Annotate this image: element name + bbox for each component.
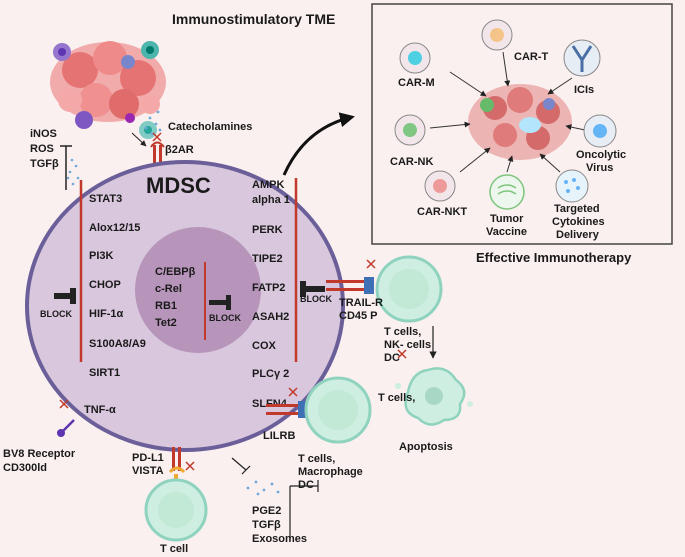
tumor-cluster-illustration xyxy=(50,41,166,139)
therapy-car-nk: CAR-NK xyxy=(390,156,433,168)
left-gene-s100: S100A8/A9 xyxy=(89,338,146,350)
right-gene-perk: PERK xyxy=(252,224,283,236)
pdl1-label: PD-L1 xyxy=(132,452,164,464)
nucleus-gene-tet2: Tet2 xyxy=(155,317,177,329)
left-factors-inhibition-line xyxy=(60,145,72,190)
bv8-receptor-line1: BV8 Receptor xyxy=(3,448,76,460)
tumor-to-mdsc-arrow xyxy=(131,132,147,147)
right-gene-fatp2: FATP2 xyxy=(252,282,285,294)
left-gene-hif: HIF-1α xyxy=(89,308,124,320)
left-block-label: BLOCK xyxy=(40,309,72,319)
therapy-cytokines-line2: Cytokines xyxy=(552,216,605,228)
therapy-oncolytic-line1: Oncolytic xyxy=(576,149,626,161)
mdsc-nucleus xyxy=(135,227,261,353)
left-gene-stat3: STAT3 xyxy=(89,193,122,205)
therapy-icis: ICIs xyxy=(574,84,594,96)
immunotherapy-title: Effective Immunotherapy xyxy=(476,250,632,265)
tumor-vaccine-icon xyxy=(489,174,525,210)
left-factor-inos: iNOS xyxy=(30,128,57,140)
t-nk-dc-nucleus xyxy=(389,269,429,309)
left-gene-chop: CHOP xyxy=(89,279,121,291)
tnf-alpha-label: TNF-α xyxy=(84,404,116,416)
therapy-vaccine-line2: Vaccine xyxy=(486,226,527,238)
nucleus-block-icon xyxy=(209,295,231,310)
mdsc-to-immunotherapy-arrow xyxy=(282,112,355,176)
left-gene-alox: Alox12/15 xyxy=(89,222,140,234)
therapy-vaccine-line1: Tumor xyxy=(490,213,524,225)
lilrb-receptor-icon xyxy=(266,387,306,418)
t-nk-dc-line2: NK- cells xyxy=(384,339,431,351)
t-mac-dc-line1: T cells, xyxy=(298,453,335,465)
t-nk-dc-line3: DC xyxy=(384,352,400,364)
t-mac-dc-line2: Macrophage xyxy=(298,466,363,478)
t-nk-dc-cross-icon xyxy=(397,349,407,359)
bottom-factor-exosomes: Exosomes xyxy=(252,533,307,545)
therapy-arrows xyxy=(429,51,586,173)
right-gene-plcg2: PLCγ 2 xyxy=(252,368,289,380)
car-t-cell-icon xyxy=(481,19,513,51)
left-gene-pi3k: PI3K xyxy=(89,250,114,262)
bottom-factors-inhibition-line xyxy=(289,480,319,540)
therapy-cytokines-line3: Delivery xyxy=(556,229,600,241)
bottom-factor-pge2: PGE2 xyxy=(252,505,281,517)
catecholamines-label: Catecholamines xyxy=(168,121,252,133)
left-factor-tgfb: TGFβ xyxy=(30,158,59,170)
therapy-car-t: CAR-T xyxy=(514,51,548,63)
apoptosis-label: Apoptosis xyxy=(399,441,453,453)
nucleus-block-label: BLOCK xyxy=(209,313,241,323)
tumor-mass-illustration xyxy=(468,84,572,160)
car-nk-cell-icon xyxy=(394,114,426,146)
apoptotic-cell-illustration xyxy=(395,367,473,426)
cytokine-delivery-icon xyxy=(555,169,589,203)
therapy-cytokines-line1: Targeted xyxy=(554,203,600,215)
nucleus-gene-cebpb: C/EBPβ xyxy=(155,266,196,278)
therapy-oncolytic-line2: Virus xyxy=(586,162,613,174)
left-gene-sirt1: SIRT1 xyxy=(89,367,120,379)
t-cell-label: T cell xyxy=(160,543,188,555)
right-gene-ampk: AMPK xyxy=(252,179,284,191)
nucleus-gene-rb1: RB1 xyxy=(155,300,177,312)
oncolytic-virus-icon xyxy=(583,114,617,148)
left-block-icon xyxy=(54,288,76,304)
bv8-receptor-line2: CD300ld xyxy=(3,462,47,474)
lilrb-label: LILRB xyxy=(263,430,295,442)
t-mac-dc-nucleus xyxy=(318,390,358,430)
nucleus-gene-crel: c-Rel xyxy=(155,283,182,295)
left-factors-dots xyxy=(66,158,80,186)
apoptosis-t-cells: T cells, xyxy=(378,392,415,404)
mdsc-secretion-inhibition-line xyxy=(231,457,251,475)
car-nkt-cell-icon xyxy=(424,170,456,202)
therapy-car-nkt: CAR-NKT xyxy=(417,206,467,218)
right-gene-asah2: ASAH2 xyxy=(252,311,289,323)
t-nk-dc-line1: T cells, xyxy=(384,326,421,338)
right-gene-tipe2: TIPE2 xyxy=(252,253,283,265)
left-factor-ros: ROS xyxy=(30,143,54,155)
mdsc-title: MDSC xyxy=(146,173,211,198)
b2ar-label: β2AR xyxy=(165,144,194,156)
t-cell-nucleus xyxy=(158,492,194,528)
right-gene-cox: COX xyxy=(252,340,277,352)
b2ar-receptor-icon xyxy=(150,132,165,163)
bottom-factor-dots xyxy=(246,480,280,496)
therapy-car-m: CAR-M xyxy=(398,77,435,89)
tme-title: Immunostimulatory TME xyxy=(172,11,335,27)
vista-label: VISTA xyxy=(132,465,164,477)
t-mac-dc-line3: DC xyxy=(298,479,314,491)
right-block-icon xyxy=(300,281,325,297)
trail-r-receptor-icon xyxy=(326,259,376,294)
right-gene-alpha1: alpha 1 xyxy=(252,194,290,206)
ici-antibody-icon xyxy=(563,39,601,77)
cd45p-label: CD45 P xyxy=(339,310,378,322)
car-m-cell-icon xyxy=(399,42,431,74)
right-block-label: BLOCK xyxy=(300,294,332,304)
trail-r-label: TRAIL-R xyxy=(339,297,383,309)
bottom-factor-tgfb: TGFβ xyxy=(252,519,281,531)
bv8-receptor-icon xyxy=(57,399,75,437)
